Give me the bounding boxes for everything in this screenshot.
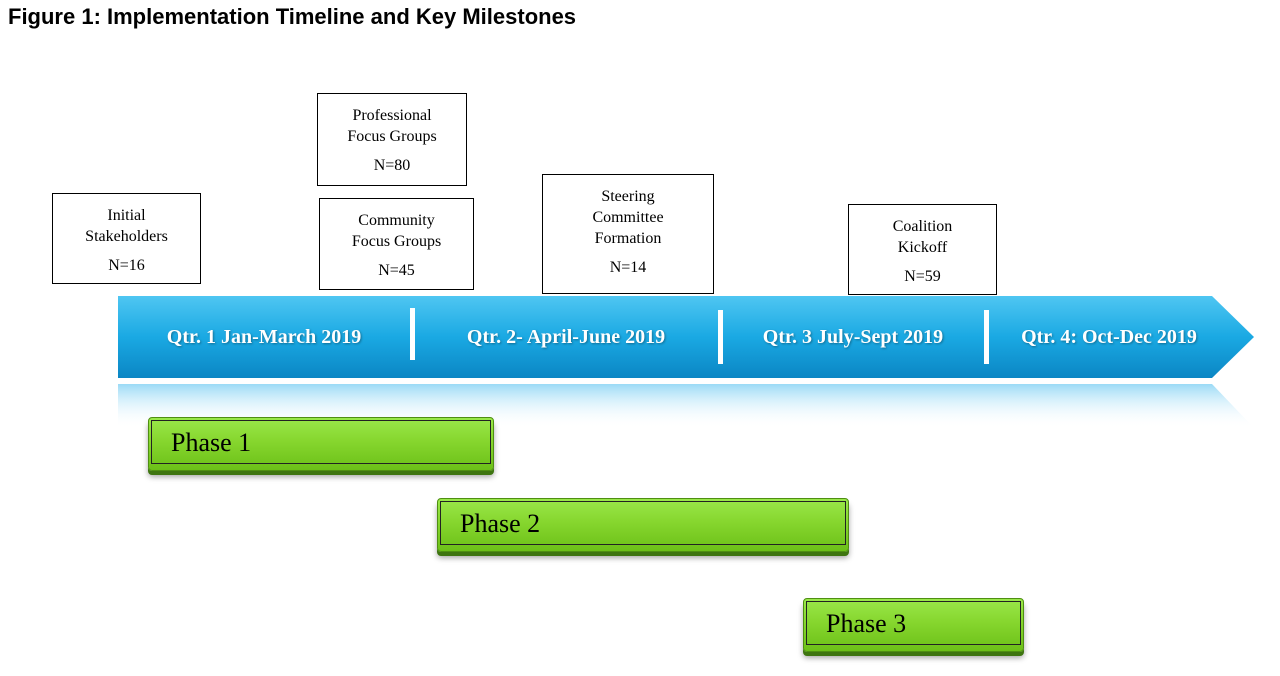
milestone-count: N=14 <box>609 259 647 276</box>
timeline-arrow-shape <box>118 296 1254 378</box>
phase-2-bar: Phase 2 <box>437 498 849 552</box>
quarter-divider <box>718 310 723 364</box>
phase-label: Phase 1 <box>171 428 252 457</box>
phase-bar-inner <box>151 420 491 464</box>
milestone-label: Steering Committee Formation <box>592 188 664 247</box>
milestone-label: Community Focus Groups <box>351 212 442 250</box>
phase-1-bar: Phase 1 <box>148 417 494 471</box>
milestone-count: N=80 <box>373 157 411 174</box>
phase-bar-inner <box>806 601 1021 645</box>
quarter-label-q1: Qtr. 1 Jan-March 2019 <box>166 326 362 348</box>
milestone-coalition-kickoff: Coalition Kickoff N=59 <box>848 204 997 295</box>
quarter-label-q4: Qtr. 4: Oct-Dec 2019 <box>1021 326 1197 348</box>
quarter-divider <box>984 310 989 364</box>
figure-title: Figure 1: Implementation Timeline and Ke… <box>8 4 577 29</box>
milestone-steering-committee-formation: Steering Committee Formation N=14 <box>542 174 714 294</box>
phase-bar-inner <box>440 501 846 545</box>
quarter-label-q2: Qtr. 2- April-June 2019 <box>466 326 666 348</box>
quarter-divider <box>410 308 415 360</box>
milestone-count: N=59 <box>904 268 941 285</box>
phase-3-bar: Phase 3 <box>803 598 1024 652</box>
milestone-initial-stakeholders: Initial Stakeholders N=16 <box>52 193 201 284</box>
phase-label: Phase 3 <box>826 609 907 638</box>
milestone-count: N=45 <box>378 262 415 279</box>
milestone-label: Professional Focus Groups <box>347 107 437 145</box>
milestone-count: N=16 <box>108 257 145 274</box>
milestone-professional-focus-groups: Professional Focus Groups N=80 <box>317 93 467 186</box>
milestone-label: Coalition Kickoff <box>892 218 953 256</box>
phase-label: Phase 2 <box>460 509 541 538</box>
timeline-arrow: Qtr. 1 Jan-March 2019 Qtr. 2- April-June… <box>118 296 1254 378</box>
milestone-label: Initial Stakeholders <box>85 207 168 245</box>
milestone-community-focus-groups: Community Focus Groups N=45 <box>319 198 474 290</box>
quarter-label-q3: Qtr. 3 July-Sept 2019 <box>762 326 944 348</box>
